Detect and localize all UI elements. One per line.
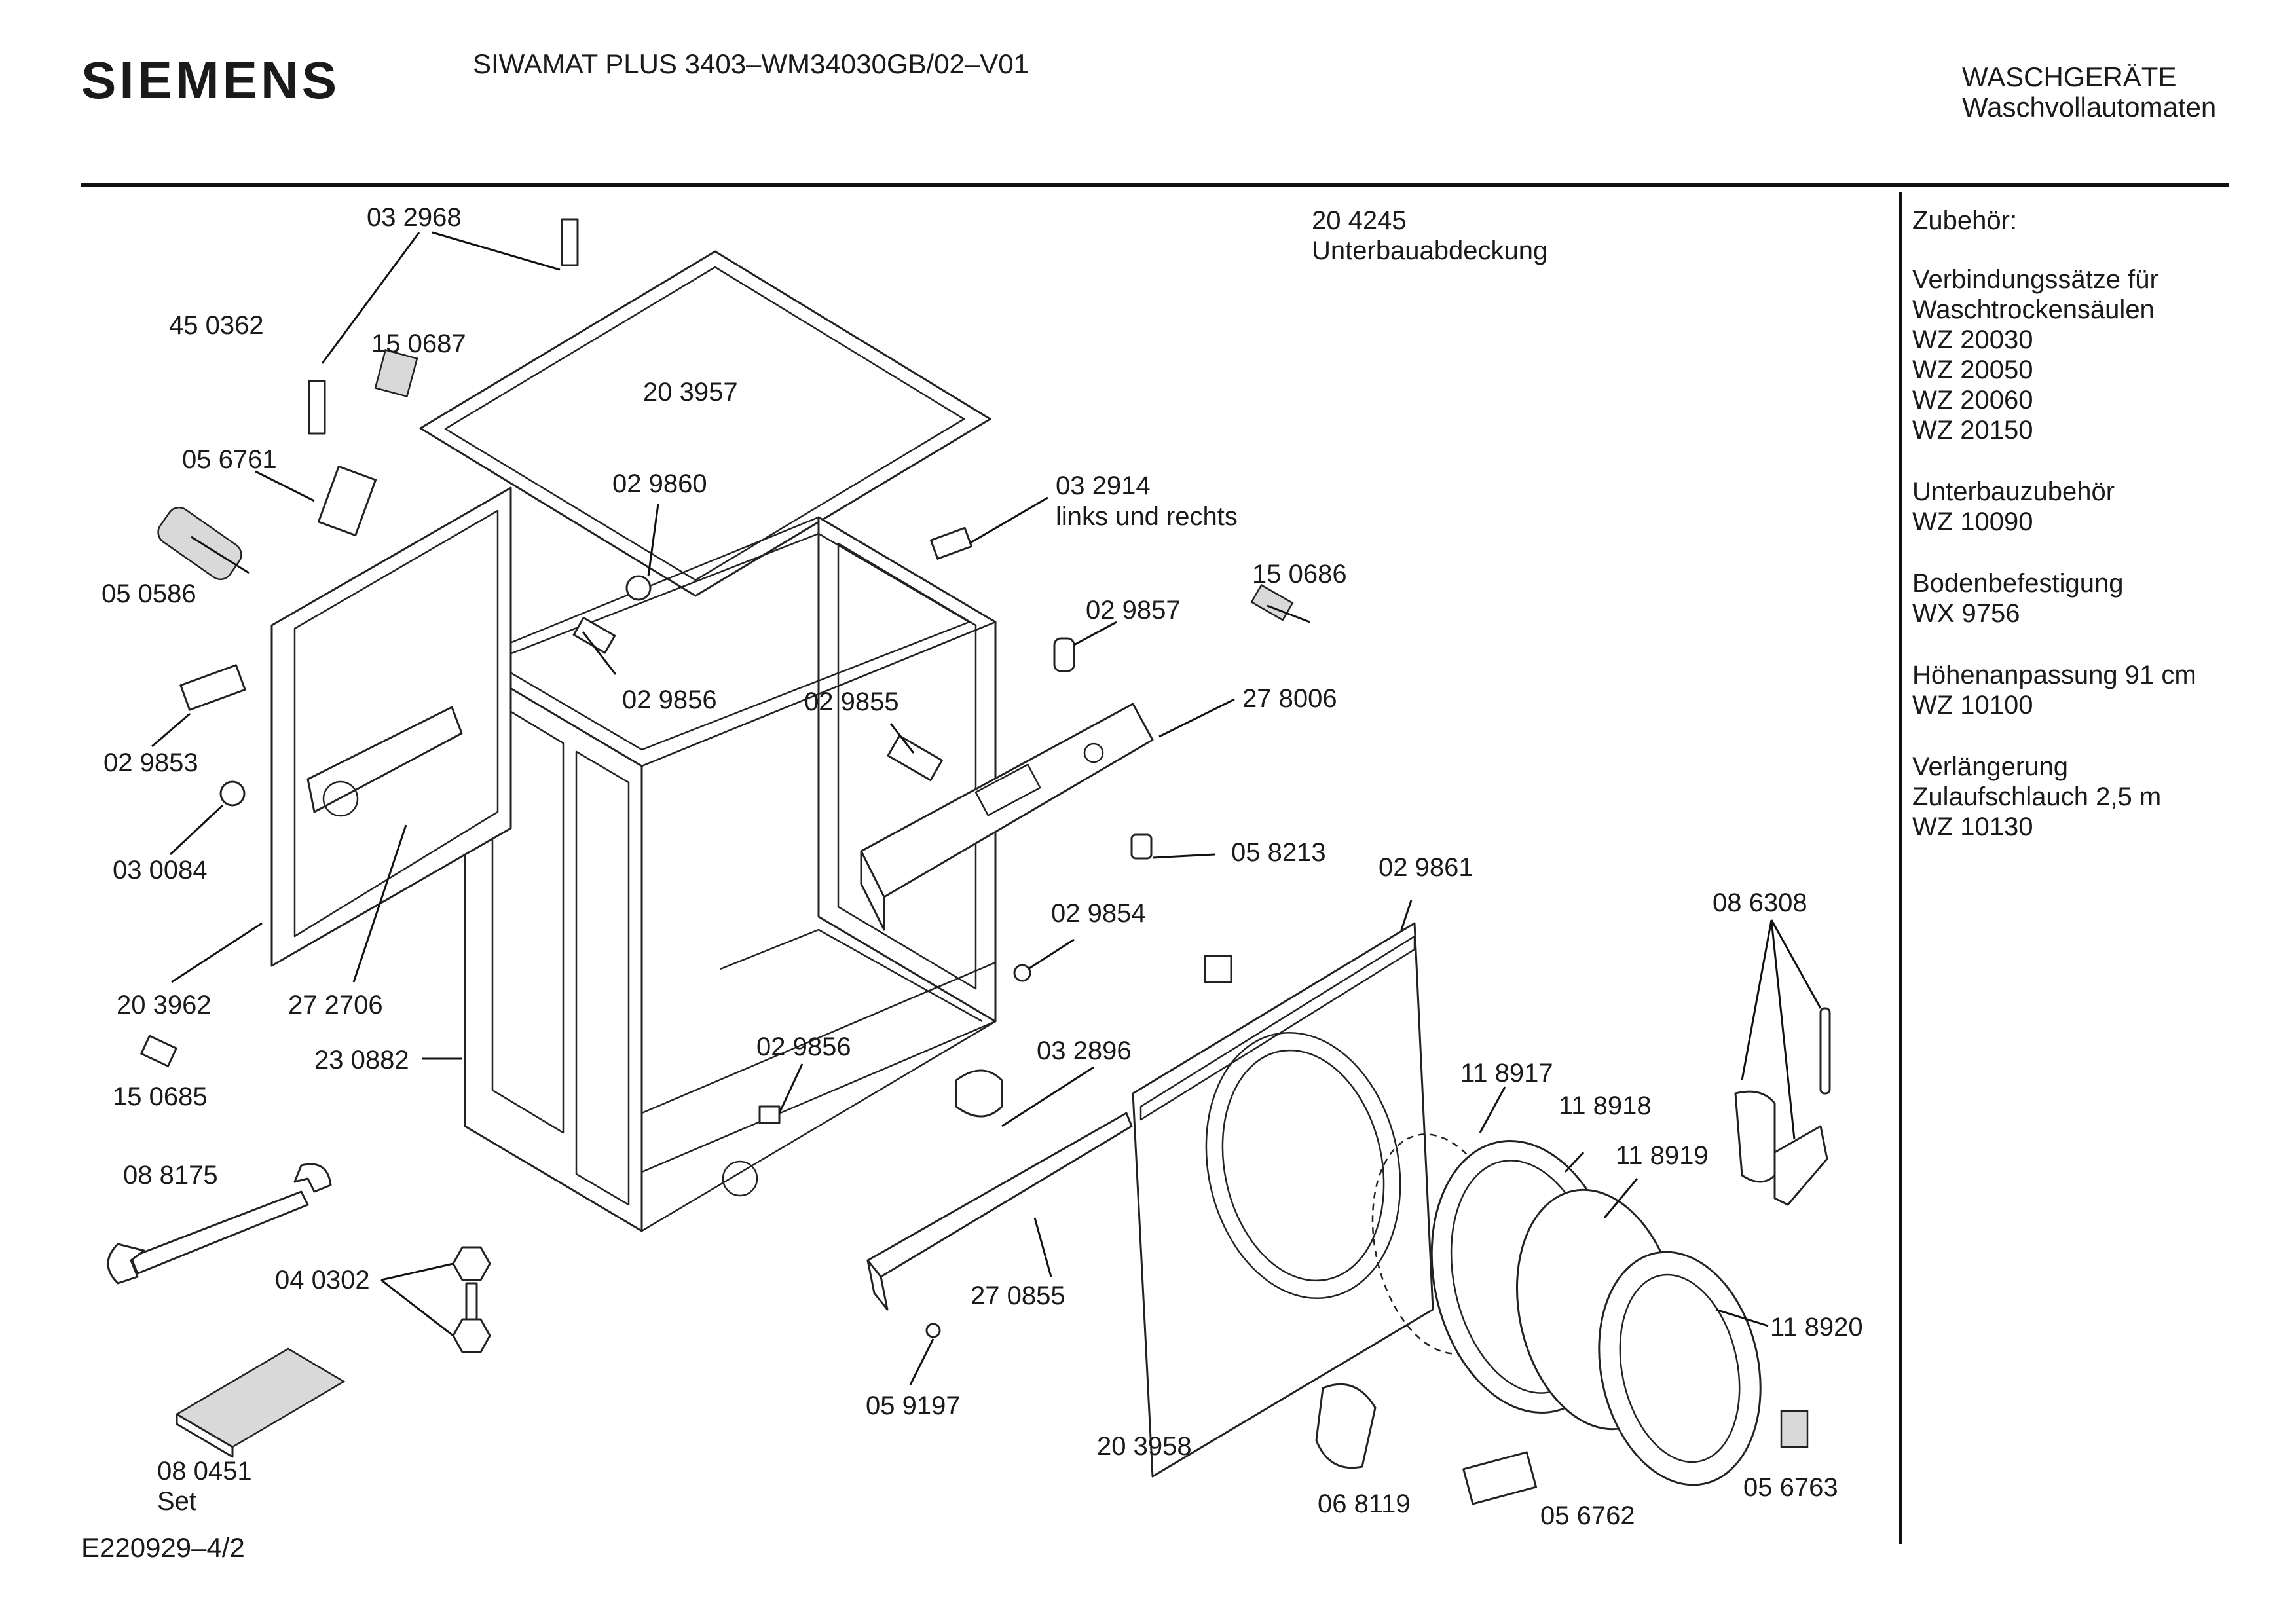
part-label: 02 9857: [1086, 596, 1181, 625]
part-label: 05 8213: [1231, 838, 1326, 867]
part-label: 08 6308: [1713, 888, 1807, 917]
part-label: 11 8917: [1460, 1059, 1553, 1088]
accessory-line: WZ 20060: [1912, 386, 2033, 414]
part-label: 45 0362: [169, 311, 264, 340]
spanner-drawing: [107, 1163, 332, 1285]
part-note: links und rechts: [1056, 502, 1238, 531]
hose-hook-drawing: [1734, 1007, 1831, 1206]
part-label: 03 2896: [1037, 1036, 1132, 1065]
accessory-line: WZ 20150: [1912, 416, 2033, 445]
accessory-line: WZ 20050: [1912, 356, 2033, 384]
worktop-cover-drawing: [419, 250, 991, 597]
part-label: 20 4245: [1312, 206, 1407, 235]
part-label: 27 8006: [1242, 684, 1337, 713]
accessories-title: Zubehör:: [1912, 206, 2017, 235]
part-label: 15 0685: [113, 1082, 208, 1111]
part-label: 05 6761: [182, 445, 277, 474]
part-label: 05 9197: [866, 1391, 961, 1420]
kick-rail-drawing: [866, 1112, 1133, 1311]
part-label: 02 9856: [622, 686, 717, 714]
leader-lines: [151, 231, 1822, 1385]
accessory-line: WZ 10090: [1912, 507, 2033, 536]
front-panel-drawing: [1132, 922, 1434, 1478]
bracket-small: [308, 380, 326, 435]
left-side-wall-drawing: [270, 486, 512, 967]
accessory-line: Unterbauzubehör: [1912, 477, 2115, 506]
control-panel-rail-drawing: [860, 703, 1154, 931]
part-label: 15 0686: [1252, 560, 1347, 589]
part-label: 11 8919: [1616, 1141, 1709, 1170]
part-label: 03 2968: [367, 203, 462, 232]
small-parts-drawing: [140, 218, 1809, 1505]
part-label: 08 0451: [157, 1457, 252, 1486]
accessory-line: Verlängerung: [1912, 752, 2068, 781]
part-label: 15 0687: [371, 329, 466, 358]
drawing-id: E220929–4/2: [81, 1532, 245, 1563]
part-label: 20 3962: [117, 991, 212, 1019]
part-label: 02 9853: [103, 748, 198, 777]
part-label: 05 6762: [1540, 1501, 1635, 1530]
part-label: 11 8918: [1559, 1091, 1652, 1120]
foot-plate-drawing: [175, 1347, 346, 1458]
part-label: 20 3958: [1097, 1432, 1192, 1461]
part-label: 04 0302: [275, 1266, 370, 1294]
accessory-line: Waschtrockensäulen: [1912, 295, 2155, 324]
part-note: Unterbauabdeckung: [1312, 236, 1547, 265]
part-label: 27 2706: [288, 991, 383, 1019]
accessory-line: WZ 20030: [1912, 325, 2033, 354]
accessory-line: WZ 10130: [1912, 813, 2033, 841]
accessories-panel: Zubehör: Verbindungssätze für Waschtrock…: [1912, 206, 2196, 841]
part-label: 03 2914: [1056, 471, 1151, 500]
accessory-line: WZ 10100: [1912, 691, 2033, 720]
category-title: WASCHGERÄTE: [1962, 62, 2176, 92]
part-note: Set: [157, 1487, 196, 1516]
brand-logo: SIEMENS: [81, 51, 340, 109]
part-label: 02 9854: [1051, 899, 1146, 928]
part-label: 08 8175: [123, 1161, 218, 1190]
part-label: 23 0882: [314, 1046, 409, 1074]
part-label: 27 0855: [971, 1281, 1065, 1310]
part-label: 06 8119: [1318, 1490, 1411, 1518]
part-label: 02 9861: [1379, 853, 1473, 882]
accessory-line: WX 9756: [1912, 599, 2020, 628]
accessory-line: Höhenanpassung 91 cm: [1912, 661, 2196, 689]
part-label: 02 9860: [612, 469, 707, 498]
part-label: 03 0084: [113, 856, 208, 885]
part-label: 02 9855: [804, 687, 899, 716]
model-title: SIWAMAT PLUS 3403–WM34030GB/02–V01: [473, 48, 1029, 79]
part-label: 05 0586: [102, 579, 196, 608]
part-labels: 03 2968 45 0362 15 0687 20 3957 20 4245 …: [102, 203, 1863, 1530]
part-label: 11 8920: [1770, 1313, 1863, 1342]
part-label: 05 6763: [1743, 1473, 1838, 1502]
accessory-line: Verbindungssätze für: [1912, 265, 2158, 294]
accessory-line: Bodenbefestigung: [1912, 569, 2124, 598]
part-label: 20 3957: [643, 378, 738, 407]
part-label: 02 9856: [756, 1033, 851, 1061]
category-subtitle: Waschvollautomaten: [1962, 92, 2216, 122]
accessory-line: Zulaufschlauch 2,5 m: [1912, 782, 2161, 811]
